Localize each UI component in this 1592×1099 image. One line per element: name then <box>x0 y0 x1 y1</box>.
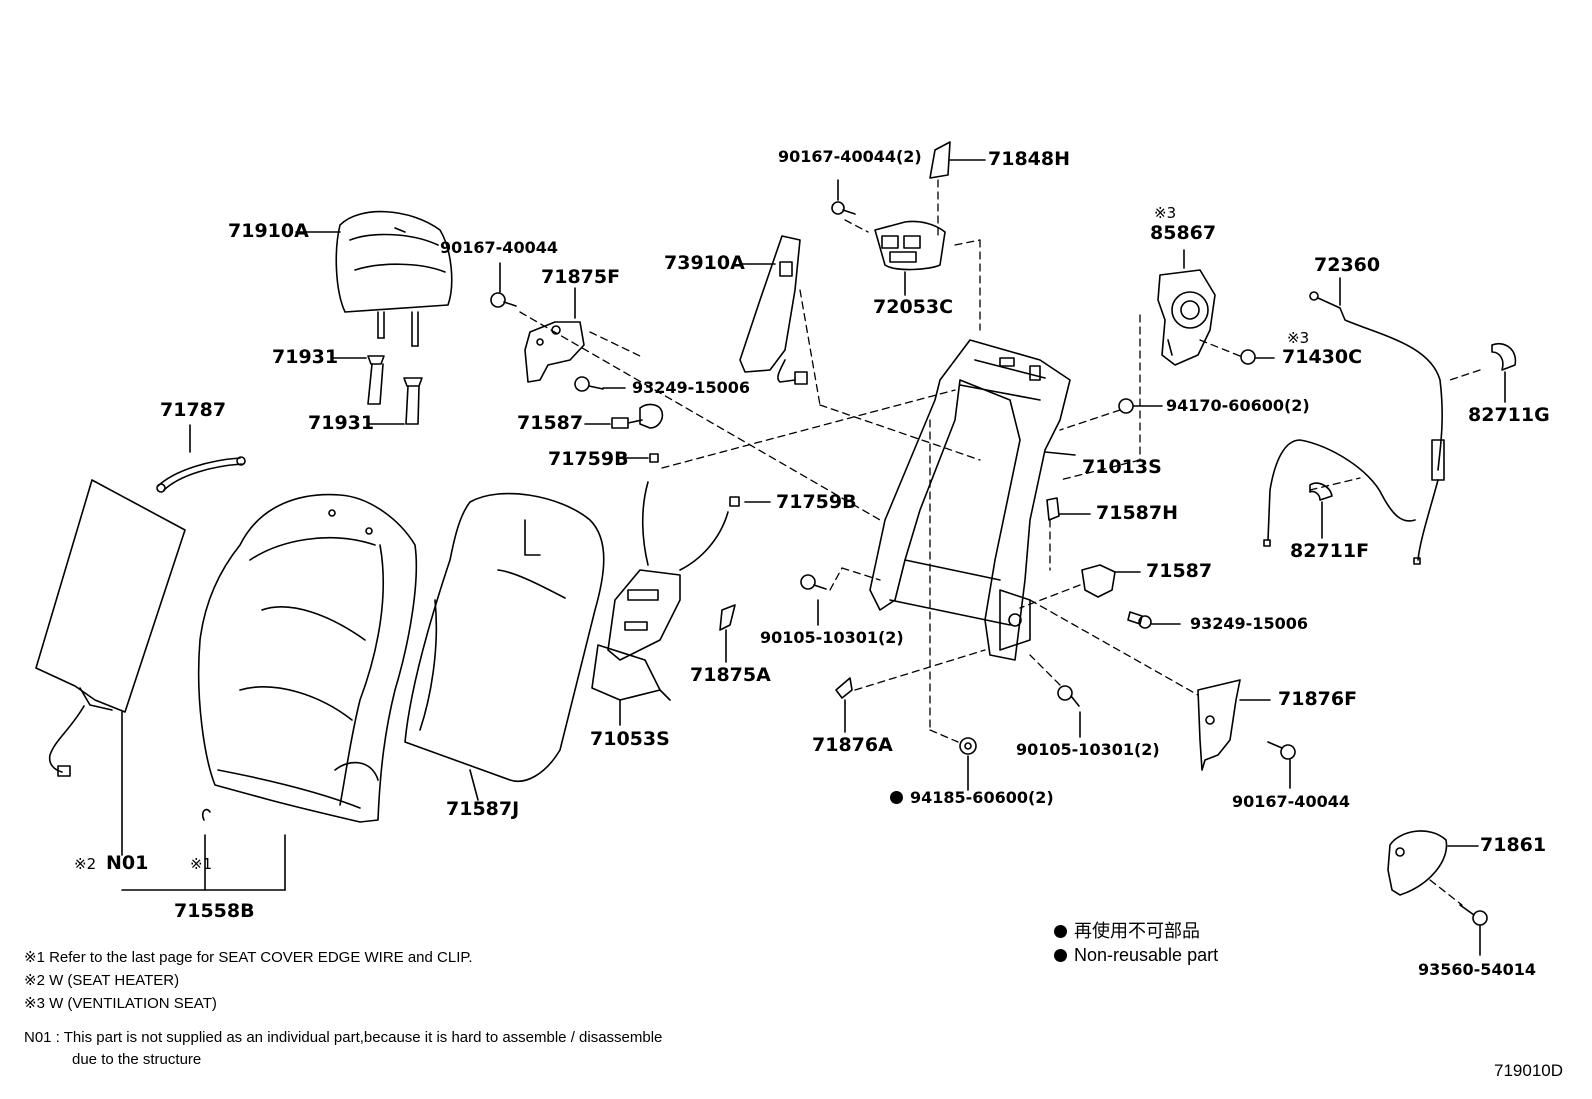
label-93249-15006-b: 93249-15006 <box>1190 614 1308 633</box>
label-71759B-b: 71759B <box>776 491 857 513</box>
legend-dot-icon-2 <box>1054 949 1067 962</box>
label-71931-b: 71931 <box>308 412 375 434</box>
label-90167-40044-2: 90167-40044(2) <box>778 147 922 166</box>
hinge-cover-part <box>1387 830 1479 896</box>
label-71875F: 71875F <box>541 266 621 288</box>
clip-part <box>156 424 246 493</box>
label-note1-mark: ※1 <box>190 855 213 873</box>
label-82711G: 82711G <box>1468 404 1550 426</box>
note-3: ※3 W (VENTILATION SEAT) <box>24 995 217 1012</box>
label-71430C: 71430C <box>1282 346 1363 368</box>
label-71558B: 71558B <box>174 900 255 922</box>
connector-part <box>584 403 664 429</box>
note-2: ※2 W (SEAT HEATER) <box>24 972 180 989</box>
nut-part-2 <box>1118 398 1163 414</box>
label-94170-60600: 94170-60600(2) <box>1166 396 1310 415</box>
headrest-guide-part <box>332 355 423 425</box>
seatback-frame <box>869 339 1076 661</box>
label-71587-a: 71587 <box>517 412 584 434</box>
label-71876A: 71876A <box>812 734 893 756</box>
ventilation-fan-part <box>1157 249 1216 366</box>
label-94185-60600-text: 94185-60600(2) <box>910 788 1054 807</box>
label-94185-60600: 94185-60600(2) <box>890 790 1054 806</box>
fastener-part <box>1240 349 1275 365</box>
label-71861: 71861 <box>1480 834 1547 856</box>
label-71848H: 71848H <box>988 148 1071 170</box>
small-bracket-part <box>719 604 736 663</box>
label-90105-10301-a: 90105-10301(2) <box>760 628 904 647</box>
label-N01-mark: ※2 <box>74 855 97 873</box>
label-71053S: 71053S <box>590 728 670 750</box>
legend-dot-icon <box>1054 925 1067 938</box>
label-73910A: 73910A <box>664 252 745 274</box>
label-71910A: 71910A <box>228 220 309 242</box>
label-71587J: 71587J <box>446 798 520 820</box>
label-72053C: 72053C <box>873 296 954 318</box>
bolt-part-5 <box>1267 741 1296 789</box>
bracket-part <box>524 287 585 383</box>
label-71931-a: 71931 <box>272 346 339 368</box>
trim-cover-part <box>929 141 986 179</box>
label-93560-54014: 93560-54014 <box>1418 960 1536 979</box>
note-n01: N01 : This part is not supplied as an in… <box>24 1029 663 1046</box>
label-90105-10301-b: 90105-10301(2) <box>1016 740 1160 759</box>
seatback-cover <box>121 493 418 891</box>
legend-jp-text: 再使用不可部品 <box>1074 921 1200 941</box>
cable-clamp-part <box>1491 343 1517 403</box>
diagram-id: 719010D <box>1494 1061 1564 1080</box>
legend-jp: 再使用不可部品 <box>1054 922 1200 940</box>
label-85867-mark: ※3 <box>1154 204 1177 222</box>
bolt-part-4 <box>1057 685 1081 738</box>
bolt-part <box>831 179 856 215</box>
label-85867: 85867 <box>1150 222 1217 244</box>
label-90167-40044-b: 90167-40044 <box>1232 792 1350 811</box>
label-71759B-a: 71759B <box>548 448 629 470</box>
bolt-part-3 <box>800 574 827 626</box>
label-71875A: 71875A <box>690 664 771 686</box>
label-93249-15006-a: 93249-15006 <box>632 378 750 397</box>
seat-heater-pad <box>35 479 186 856</box>
small-bracket-part-2 <box>835 677 853 733</box>
label-71430C-mark: ※3 <box>1287 329 1310 347</box>
nut-part <box>959 737 977 791</box>
label-90167-40044-top: 90167-40044 <box>440 238 558 257</box>
label-N01: N01 <box>106 852 149 874</box>
label-71013S: 71013S <box>1082 456 1162 478</box>
label-71787: 71787 <box>160 399 227 421</box>
screw-part <box>574 376 626 392</box>
connector-part-2 <box>1046 497 1091 521</box>
clip-part-2 <box>619 453 771 507</box>
note-1: ※1 Refer to the last page for SEAT COVER… <box>24 949 473 966</box>
non-reusable-dot-icon <box>890 791 903 804</box>
seat-switch-part <box>874 220 946 296</box>
cable-clamp-part-2 <box>1309 482 1333 539</box>
label-71587H: 71587H <box>1096 502 1179 524</box>
headrest-part <box>295 210 453 347</box>
note-n01-cont: due to the structure <box>72 1051 202 1068</box>
bolt-part-2 <box>490 262 517 308</box>
label-71587-b: 71587 <box>1146 560 1213 582</box>
lumbar-support-part <box>591 481 729 726</box>
release-cable-part <box>1263 277 1445 565</box>
legend-en: Non-reusable part <box>1054 946 1218 964</box>
legend-en-text: Non-reusable part <box>1074 945 1219 965</box>
side-airbag-part <box>739 235 808 385</box>
screw-part-2 <box>1127 611 1181 629</box>
seatback-pad <box>404 492 605 801</box>
assembly-lines <box>519 179 1481 906</box>
label-71876F: 71876F <box>1278 688 1358 710</box>
label-72360: 72360 <box>1314 254 1381 276</box>
screw-part-3 <box>1459 904 1488 956</box>
connector-part-3 <box>1081 564 1141 598</box>
label-82711F: 82711F <box>1290 540 1370 562</box>
side-cover-part <box>1197 679 1271 771</box>
